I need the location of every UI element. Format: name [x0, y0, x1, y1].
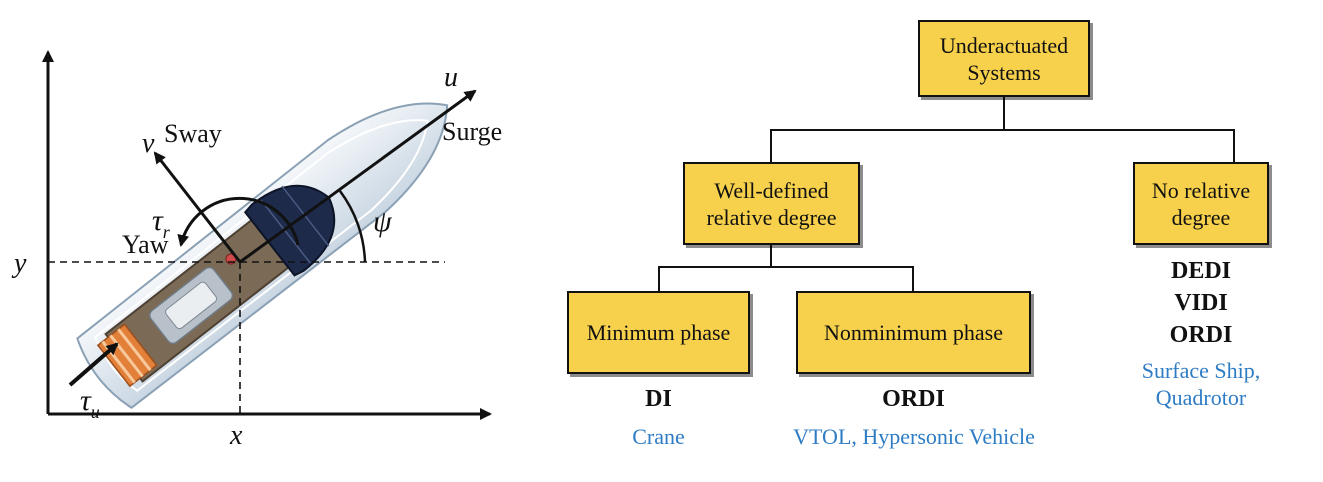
sway-arrow — [153, 151, 242, 263]
surge-force-arrow — [68, 342, 119, 387]
application-crane: Crane — [632, 424, 685, 449]
node-nonminimum-phase: Nonminimum phase — [796, 291, 1031, 374]
application-surface-ship-quadrotor: Surface Ship, Quadrotor — [1141, 358, 1261, 410]
class-di: DI — [645, 386, 672, 412]
boat-kinematics-figure: y x u Surge v Sway Yaw τr τu ψ — [11, 50, 502, 451]
tree-connector — [658, 266, 660, 292]
boat-hull-inner — [94, 119, 429, 392]
node-well-defined-relative-degree: Well-defined relative degree — [683, 162, 860, 245]
sway-variable: v — [142, 128, 155, 159]
tree-connector — [1233, 129, 1235, 163]
y-axis-label: y — [11, 248, 27, 279]
sway-label: Sway — [164, 119, 222, 148]
yaw-label: Yaw — [122, 230, 169, 259]
yaw-arc — [177, 196, 300, 247]
tree-connector — [770, 129, 772, 163]
heading-angle-arc — [339, 190, 367, 263]
tree-connector — [770, 245, 772, 268]
surge-label: Surge — [442, 117, 502, 146]
node-no-relative-degree: No relative degree — [1133, 162, 1269, 245]
tree-connector — [658, 266, 914, 268]
yaw-torque-symbol: τr — [152, 204, 171, 242]
surge-arrow — [239, 89, 477, 264]
tree-connector — [770, 129, 1235, 131]
tree-connector — [1003, 96, 1005, 130]
x-axis-label: x — [229, 420, 243, 451]
class-ordi-no-relative: ORDI — [1169, 322, 1233, 348]
class-vidi: VIDI — [1174, 290, 1228, 316]
class-dedi: DEDI — [1170, 258, 1231, 284]
surge-variable: u — [444, 62, 458, 93]
heading-angle-symbol: ψ — [373, 205, 393, 238]
surge-force-symbol: τu — [80, 384, 100, 422]
application-vtol-hypersonic: VTOL, Hypersonic Vehicle — [793, 424, 1035, 449]
tree-connector — [912, 266, 914, 292]
node-underactuated-systems: Underactuated Systems — [918, 20, 1090, 97]
class-ordi-nonminimum: ORDI — [882, 386, 945, 412]
node-minimum-phase: Minimum phase — [567, 291, 750, 374]
